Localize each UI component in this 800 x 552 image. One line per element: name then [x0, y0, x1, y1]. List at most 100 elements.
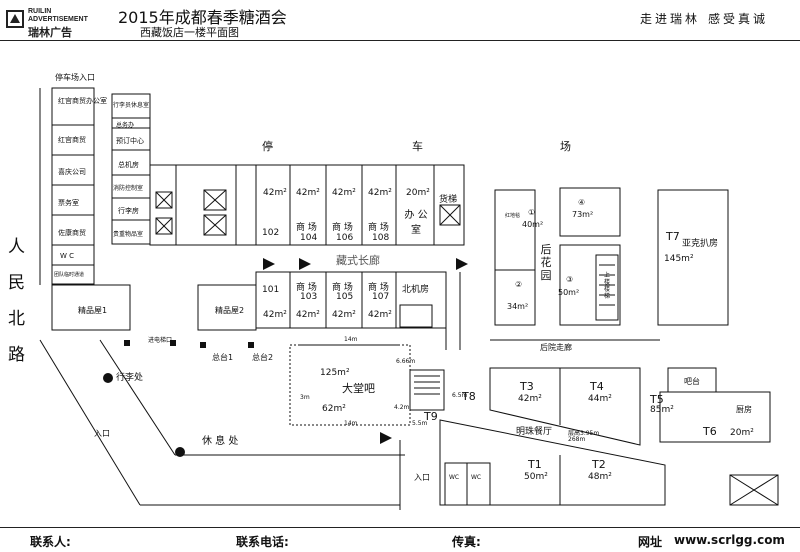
logo-text-en-2: ADVERTISEMENT [28, 16, 88, 23]
t7-name: 亚克扒房 [682, 239, 719, 249]
entrance-left-label: 入口 [94, 429, 110, 438]
t2-code: T2 [592, 458, 606, 471]
t6-area: 20m² [730, 428, 754, 438]
footer: 联系人: 联系电话: 传真: 网址 www.scrlgg.com [0, 527, 800, 552]
t7-code: T7 [666, 230, 680, 243]
room-102-area: 42m² [263, 188, 287, 198]
shop-103-name: 商 场 [296, 283, 317, 293]
t1-area: 50m² [524, 472, 548, 482]
lobby-dim-2: 14m [344, 420, 358, 427]
slogan-right: 感受真诚 [708, 12, 769, 26]
page-title: 2015年成都春季糖酒会 [118, 8, 287, 27]
garden-area-3: 50m² [558, 288, 580, 297]
corridor-label: 藏式长廊 [336, 254, 380, 267]
shop-105-area: 42m² [332, 310, 356, 320]
restaurant-label: 明珠餐厅 [516, 427, 553, 437]
t1-code: T1 [528, 458, 542, 471]
t5-code: T5 [650, 393, 664, 406]
logo-text-en-1: RUILIN [28, 8, 52, 15]
north-machine-room: 北机房 [402, 285, 430, 295]
website-link[interactable]: www.scrlgg.com [674, 533, 785, 547]
kitchen-label: 厨房 [736, 405, 752, 414]
mid-room-5: 消防控制室 [113, 185, 144, 192]
garden-num-3: ③ [566, 275, 574, 284]
shop-108-code: 108 [372, 233, 390, 243]
back-walkway-label: 后院走廊 [540, 343, 572, 352]
lobby-dim-1: 14m [344, 336, 358, 343]
left-room-6: W C [60, 252, 75, 260]
t5-area: 85m² [650, 405, 674, 415]
garden-num-2: ② [515, 280, 523, 289]
freight-elevator-label: 货梯 [439, 195, 458, 205]
logo-mark-icon [6, 10, 24, 28]
left-room-1: 红宫商贸办公室 [58, 97, 107, 105]
mid-room-1: 行李员休息室 [113, 102, 150, 109]
width-label: 268m [568, 436, 586, 443]
left-room-2: 红宫商贸 [58, 136, 86, 144]
lobby-dim-7: 3m [300, 394, 310, 401]
header: RUILIN ADVERTISEMENT 瑞林广告 2015年成都春季糖酒会 西… [0, 0, 800, 41]
lobby-name: 大堂吧 [342, 382, 375, 395]
lobby-dim-4: 4.2m [394, 404, 410, 411]
company-logo: RUILIN ADVERTISEMENT 瑞林广告 [4, 6, 104, 39]
mid-room-7: 贵重物品室 [113, 231, 144, 238]
room-101-number: 101 [262, 285, 280, 295]
lobby-area-bottom: 62m² [322, 404, 346, 414]
mid-room-2: 总务办 [116, 122, 135, 129]
road-char-3: 北 [8, 309, 25, 329]
room-101-area: 42m² [263, 310, 287, 320]
contact-label: 联系人: [30, 535, 71, 549]
garden-area-1: 40m² [522, 220, 544, 229]
room-102-number: 102 [262, 228, 280, 238]
mid-room-4: 总机房 [118, 161, 139, 169]
left-room-4: 票务室 [58, 199, 79, 207]
shop-103-area: 42m² [296, 310, 320, 320]
parking-entrance-label: 停车场入口 [55, 73, 95, 82]
entrance-bottom-label: 入口 [414, 473, 430, 482]
shop-107-area: 42m² [368, 310, 392, 320]
lobby-dim-6: 6.5m [452, 392, 468, 399]
garden-area-4: 73m² [572, 210, 594, 219]
t7-area: 145m² [664, 254, 694, 264]
t3-area: 42m² [518, 394, 542, 404]
ceiling-height-label: 层高3.95m [568, 430, 600, 437]
left-room-5: 佐康商贸 [58, 229, 86, 237]
shop-106-name: 商 场 [332, 223, 353, 233]
t6-code: T6 [703, 425, 717, 438]
shop-104-area: 42m² [296, 188, 320, 198]
page-subtitle: 西藏饭店一楼平面图 [140, 26, 239, 39]
shop-106-code: 106 [336, 233, 354, 243]
lobby-dim-5: 5.5m [412, 420, 428, 427]
luggage-label: 行李处 [116, 373, 144, 383]
lobby-area-top: 125m² [320, 368, 350, 378]
road-char-1: 人 [8, 237, 25, 257]
elevator-entry-label: 进电梯口 [148, 337, 173, 344]
t4-code: T4 [590, 380, 604, 393]
t3-code: T3 [520, 380, 534, 393]
t2-area: 48m² [588, 472, 612, 482]
shop-107-code: 107 [372, 292, 390, 302]
boutique-2: 精品屋2 [215, 306, 245, 315]
shop-107-name: 商 场 [368, 283, 389, 293]
left-room-3: 喜庆公司 [58, 168, 86, 176]
garden-stairs-label: 上楼楼梯 [603, 272, 610, 300]
logo-text-cn: 瑞林广告 [28, 26, 72, 39]
garden-carpet-label: 红地毯 [505, 213, 521, 219]
shop-108-name: 商 场 [368, 223, 389, 233]
t8-label: T8 [462, 390, 476, 403]
phone-label: 联系电话: [236, 535, 289, 549]
bar-label: 吧台 [684, 377, 700, 386]
office-area: 20m² [406, 188, 430, 198]
left-room-7: 团队临时通道 [54, 272, 85, 278]
fax-label: 传真: [452, 535, 481, 549]
shop-104-name: 商 场 [296, 223, 317, 233]
shop-108-area: 42m² [368, 188, 392, 198]
shop-106-area: 42m² [332, 188, 356, 198]
t4-area: 44m² [588, 394, 612, 404]
lobby-dim-3: 6.66m [396, 358, 416, 365]
garden-num-1: ① [528, 208, 536, 217]
garden-num-4: ④ [578, 198, 586, 207]
road-char-2: 民 [8, 273, 25, 293]
front-desk-2: 总台2 [252, 353, 274, 362]
left-column-block [51, 87, 95, 285]
